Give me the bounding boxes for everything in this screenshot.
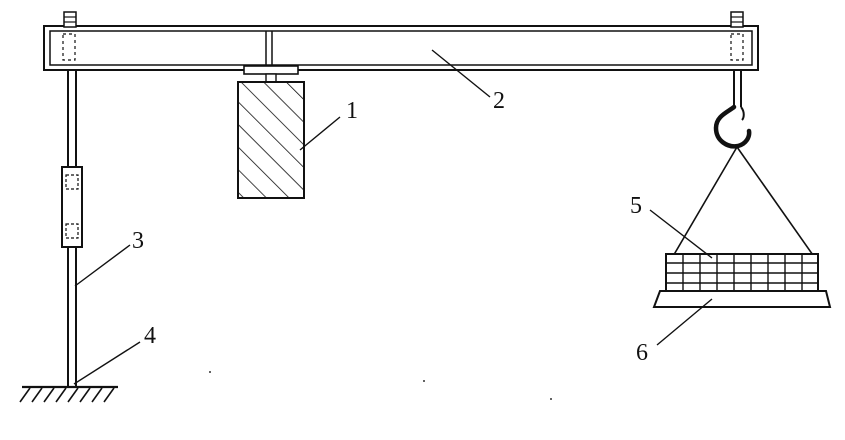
support-pole	[61, 70, 83, 387]
top-bolt-right	[730, 11, 744, 28]
beam	[43, 11, 759, 71]
scan-dots	[209, 371, 552, 400]
leader-lines	[73, 49, 713, 385]
label-part-6: 6	[636, 340, 648, 366]
hook	[713, 70, 752, 149]
top-bolt-left	[63, 11, 77, 28]
slings	[671, 146, 816, 259]
label-part-4: 4	[144, 323, 156, 349]
label-part-5: 5	[630, 193, 642, 219]
mesh-load	[665, 253, 819, 293]
ground	[19, 385, 118, 403]
tray	[652, 290, 832, 308]
counterweight	[237, 65, 305, 199]
label-part-2: 2	[493, 88, 505, 114]
label-part-3: 3	[132, 228, 144, 254]
label-part-1: 1	[346, 98, 358, 124]
